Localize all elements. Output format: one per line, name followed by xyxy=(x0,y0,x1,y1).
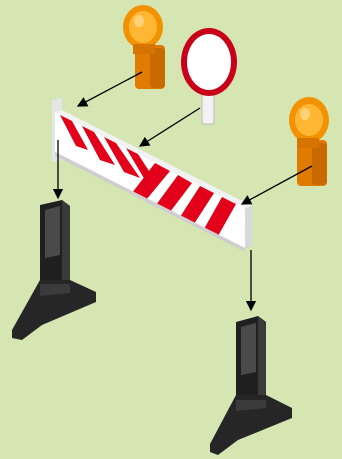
assembly-diagram-svg xyxy=(0,0,342,459)
assembly-diagram xyxy=(0,0,342,459)
